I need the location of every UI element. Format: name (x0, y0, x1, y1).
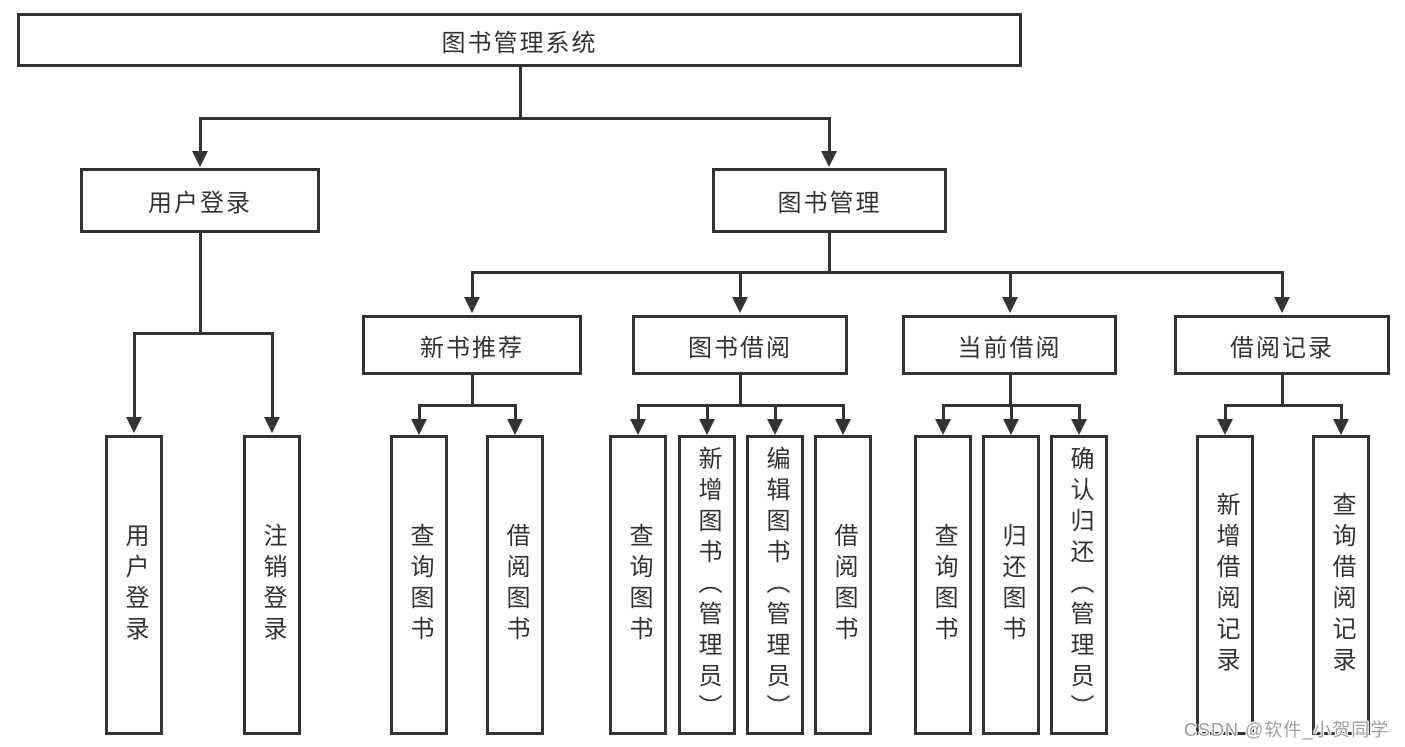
connector-line (739, 373, 742, 406)
node-return-books: 归还图书 (982, 435, 1040, 735)
connector-line (1281, 373, 1284, 406)
arrow-down-icon (507, 419, 523, 435)
connector-line (638, 404, 844, 407)
leaf-label: 用户登录 (121, 523, 148, 647)
leaf-label: 查询图书 (625, 523, 652, 647)
connector-line (828, 231, 831, 273)
node-query-books-borrowing: 查询图书 (609, 435, 667, 735)
node-book-management: 图书管理 (712, 168, 947, 233)
arrow-down-icon (192, 151, 208, 167)
connector-line (514, 404, 517, 420)
connector-line (842, 404, 845, 420)
leaf-label: 注销登录 (259, 523, 286, 647)
arrow-down-icon (264, 417, 280, 433)
node-query-books-recommend: 查询图书 (390, 435, 448, 735)
node-user-login-action: 用户登录 (105, 435, 163, 735)
connector-line (199, 231, 202, 334)
arrow-down-icon (732, 297, 748, 313)
connector-line (706, 404, 709, 420)
connector-line (199, 117, 831, 120)
leaf-label: 归还图书 (998, 523, 1025, 647)
arrow-down-icon (1333, 419, 1349, 435)
arrow-down-icon (1003, 419, 1019, 435)
arrow-down-icon (411, 419, 427, 435)
arrow-down-icon (935, 419, 951, 435)
leaf-label: 查询借阅记录 (1328, 492, 1355, 678)
node-user-login: 用户登录 (80, 168, 320, 233)
connector-line (1009, 373, 1012, 406)
connector-line (1010, 404, 1013, 420)
node-query-borrow-record: 查询借阅记录 (1312, 435, 1370, 735)
arrow-down-icon (821, 151, 837, 167)
arrow-down-icon (767, 419, 783, 435)
node-query-books-current: 查询图书 (914, 435, 972, 735)
node-confirm-return-admin: 确认归还（管理员） (1050, 435, 1108, 735)
connector-line (419, 404, 516, 407)
connector-line (418, 404, 421, 420)
node-edit-book-admin: 编辑图书（管理员） (746, 435, 804, 735)
connector-line (1281, 271, 1284, 299)
arrow-down-icon (699, 419, 715, 435)
leaf-label: 编辑图书（管理员） (762, 445, 789, 725)
node-add-borrow-record: 新增借阅记录 (1196, 435, 1254, 735)
node-logout-action: 注销登录 (243, 435, 301, 735)
node-borrow-books-action: 借阅图书 (814, 435, 872, 735)
arrow-down-icon (126, 417, 142, 433)
connector-line (271, 332, 274, 417)
connector-line (774, 404, 777, 420)
connector-line (739, 271, 742, 299)
connector-line (1009, 271, 1012, 299)
arrow-down-icon (1274, 297, 1290, 313)
arrow-down-icon (1217, 419, 1233, 435)
csdn-watermark: CSDN @软件_小贺同学 (1184, 720, 1390, 740)
connector-line (471, 271, 474, 299)
leaf-label: 新增借阅记录 (1212, 492, 1239, 678)
connector-line (828, 117, 831, 153)
leaf-label: 借阅图书 (502, 523, 529, 647)
node-current-borrowing: 当前借阅 (902, 315, 1117, 375)
connector-line (471, 373, 474, 406)
node-new-book-recommendation: 新书推荐 (362, 315, 582, 375)
connector-line (133, 332, 273, 335)
connector-line (1224, 404, 1227, 420)
node-add-book-admin: 新增图书（管理员） (678, 435, 736, 735)
arrow-down-icon (835, 419, 851, 435)
node-borrow-books-recommend: 借阅图书 (486, 435, 544, 735)
connector-line (519, 66, 522, 120)
leaf-label: 查询图书 (930, 523, 957, 647)
leaf-label: 查询图书 (406, 523, 433, 647)
connector-line (133, 332, 136, 417)
connector-line (1340, 404, 1343, 420)
node-book-borrowing: 图书借阅 (632, 315, 848, 375)
leaf-label: 新增图书（管理员） (694, 445, 721, 725)
connector-line (472, 271, 1282, 274)
arrow-down-icon (464, 297, 480, 313)
arrow-down-icon (1071, 419, 1087, 435)
leaf-label: 确认归还（管理员） (1066, 445, 1093, 725)
connector-line (199, 117, 202, 153)
arrow-down-icon (630, 419, 646, 435)
connector-line (1225, 404, 1342, 407)
node-library-management-system: 图书管理系统 (17, 13, 1022, 67)
connector-line (637, 404, 640, 420)
arrow-down-icon (1002, 297, 1018, 313)
node-borrowing-records: 借阅记录 (1174, 315, 1390, 375)
connector-line (1078, 404, 1081, 420)
leaf-label: 借阅图书 (830, 523, 857, 647)
connector-line (942, 404, 945, 420)
